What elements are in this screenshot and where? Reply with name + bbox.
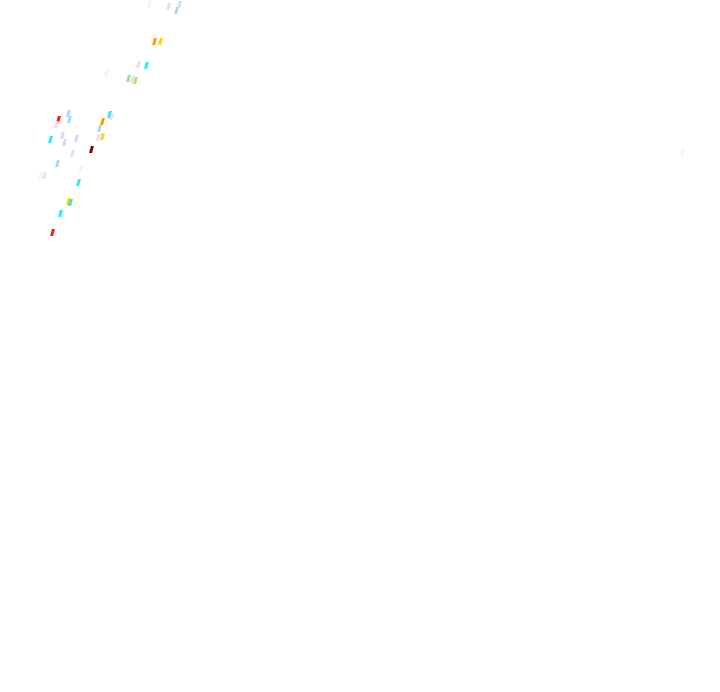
color-mark-pink [166,3,171,10]
color-mark-dark-red [89,146,94,153]
color-mark-gold [158,38,163,45]
color-mark-light-blue [55,160,60,167]
color-mark-lavender [177,1,182,8]
color-mark-pale-pink [680,149,685,156]
color-mark-light-blue [174,7,179,14]
color-mark-pale-pink [78,166,83,173]
color-mark-pink [109,113,114,120]
color-mark-yellow-green [133,77,138,84]
color-mark-pale-pink [104,70,109,77]
color-mark-lavender [74,135,79,142]
color-mark-orange [100,118,105,125]
color-mark-cyan [58,210,63,217]
color-mark-light-blue [97,125,102,132]
color-mark-cyan [48,136,53,143]
color-mark-lavender [62,139,67,146]
color-mark-pink [54,121,59,128]
color-mark-pink [42,172,47,179]
color-mark-pale-pink [147,1,152,8]
color-mark-pink [70,150,75,157]
color-mark-cyan [144,62,149,69]
color-mark-pink [136,61,141,68]
color-mark-orange [152,38,157,45]
color-mark-red [50,229,55,236]
color-mark-cyan [76,179,81,186]
color-mark-cyan [68,199,73,206]
color-mark-light-blue [67,116,72,123]
color-mark-lavender [60,132,65,139]
